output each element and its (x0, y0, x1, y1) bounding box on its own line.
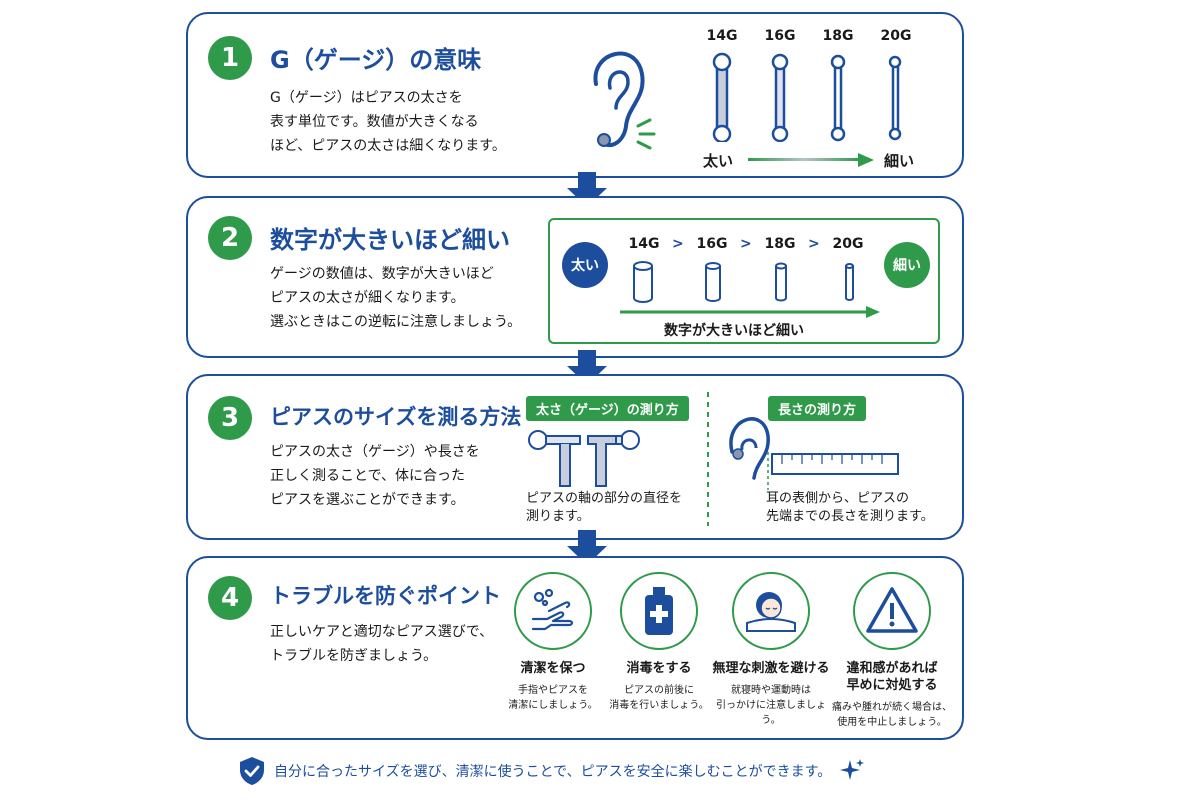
section-description: ピアスの太さ（ゲージ）や長さを 正しく測ることで、体に合った ピアスを選ぶことが… (270, 444, 480, 508)
down-arrow-icon (567, 530, 607, 565)
tip-disinfect: 消毒をする ピアスの前後に 消毒を行いましょう。 (604, 572, 714, 713)
tip-title: 消毒をする (626, 661, 692, 676)
tip-description: 痛みや腫れが続く場合は、 使用を中止しましょう。 (832, 702, 952, 728)
gauge-comparison-box: 太い 細い 14G > 16G > 18G > 20G 数字が大きいほど細い (548, 218, 940, 344)
step-number-badge: 2 (208, 216, 252, 260)
step-number-badge: 3 (208, 396, 252, 440)
cylinder-sizes-illustration (633, 261, 854, 303)
length-measure-caption: 耳の表側から、ピアスの 先端までの長さを測ります。 (766, 491, 934, 524)
tip-description: 就寝時や運動時は 引っかけに注意しましょう。 (716, 685, 826, 726)
divider (707, 392, 709, 526)
sparkle-icon (840, 759, 865, 780)
section-title: トラブルを防ぐポイント (270, 584, 501, 608)
thickness-measure-pill: 太さ（ゲージ）の測り方 (526, 396, 689, 421)
gauge-label-20g: 20G (832, 236, 864, 252)
gauge-label-18g: 18G (764, 236, 796, 252)
shield-check-icon (240, 757, 264, 785)
section-title: 数字が大きいほど細い (270, 226, 510, 254)
ear-ruler-icon (729, 417, 899, 490)
tip-description: 手指やピアスを 清潔にしましょう。 (508, 685, 598, 711)
disinfectant-bottle-icon (645, 587, 673, 635)
tip-title: 清潔を保つ (520, 661, 586, 676)
tip-avoid-irritation: 無理な刺激を避ける 就寝時や運動時は 引っかけに注意しましょう。 (710, 572, 832, 728)
gauge-label-20g: 20G (880, 28, 912, 44)
section-title: G（ゲージ）の意味 (270, 46, 482, 74)
footer-text: 自分に合ったサイズを選び、清潔に使うことで、ピアスを安全に楽しむことができます。 (274, 764, 832, 780)
down-arrow-icon (567, 350, 607, 385)
section-description: 正しいケアと適切なピアス選びで、 トラブルを防ぎましょう。 (270, 624, 494, 664)
down-arrow-icon (567, 172, 607, 207)
tip-act-early: 違和感があれば 早めに対処する 痛みや腫れが続く場合は、 使用を中止しましょう。 (828, 572, 956, 730)
thick-label: 太い (703, 152, 734, 170)
tip-title: 無理な刺激を避ける (712, 661, 830, 676)
greater-than-sign: > (672, 236, 684, 252)
tip-title: 違和感があれば 早めに対処する (846, 661, 938, 693)
footer-message: 自分に合ったサイズを選び、清潔に使うことで、ピアスを安全に楽しむことができます。 (238, 756, 865, 786)
piercing-shaft-icon (528, 430, 640, 487)
thin-label: 細い (884, 152, 915, 170)
section-gauge-meaning: 1 G（ゲージ）の意味 G（ゲージ）はピアスの太さを 表す単位です。数値が大きく… (186, 12, 964, 178)
hand-wash-icon (531, 588, 574, 631)
comparison-caption: 数字が大きいほど細い (664, 323, 804, 339)
tip-keep-clean: 清潔を保つ 手指やピアスを 清潔にしましょう。 (498, 572, 608, 713)
gauge-label-16g: 16G (696, 236, 728, 252)
step-number-badge: 1 (208, 36, 252, 80)
thin-badge: 細い (884, 242, 930, 288)
thin-direction-arrow-icon (748, 153, 874, 167)
section-how-to-measure: 3 ピアスのサイズを測る方法 ピアスの太さ（ゲージ）や長さを 正しく測ることで、… (186, 374, 964, 540)
tip-description: ピアスの前後に 消毒を行いましょう。 (609, 685, 709, 711)
gauge-label-14g: 14G (628, 236, 660, 252)
sleeping-person-icon (746, 592, 796, 632)
warning-triangle-icon (866, 587, 918, 633)
gauge-label-16g: 16G (764, 28, 796, 44)
gauge-label-18g: 18G (822, 28, 854, 44)
greater-than-sign: > (808, 236, 820, 252)
section-title: ピアスのサイズを測る方法 (270, 405, 522, 429)
thick-badge: 太い (562, 242, 608, 288)
ear-icon (593, 51, 656, 150)
section-bigger-number-thinner: 2 数字が大きいほど細い ゲージの数値は、数字が大きいほど ピアスの太さが細くな… (186, 196, 964, 358)
length-measure-pill: 長さの測り方 (768, 396, 867, 421)
direction-arrow-icon (620, 306, 880, 318)
thickness-measure-caption: ピアスの軸の部分の直径を 測ります。 (526, 491, 683, 524)
section-description: G（ゲージ）はピアスの太さを 表す単位です。数値が大きくなる ほど、ピアスの太さ… (270, 90, 506, 154)
section-trouble-prevention: 4 トラブルを防ぐポイント 正しいケアと適切なピアス選びで、 トラブルを防ぎまし… (186, 556, 964, 740)
gauge-label-14g: 14G (706, 28, 738, 44)
section-description: ゲージの数値は、数字が大きいほど ピアスの太さが細くなります。 選ぶときはこの逆… (270, 266, 522, 330)
gauge-bars-illustration (712, 52, 902, 142)
step-number-badge: 4 (208, 576, 252, 620)
greater-than-sign: > (740, 236, 752, 252)
